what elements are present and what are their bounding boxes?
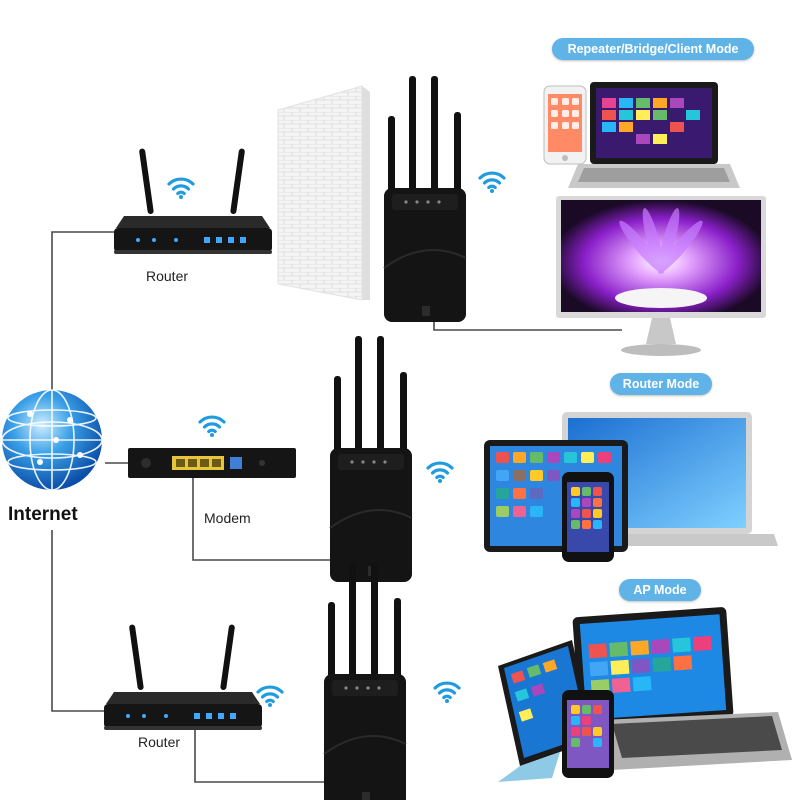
smartphone-device [562, 472, 614, 562]
laptop-windows-device [568, 82, 740, 188]
router-top-label: Router [146, 268, 189, 284]
brick-wall-icon [277, 85, 370, 301]
internet-globe-icon [1, 389, 103, 491]
extender-middle-device [329, 335, 413, 583]
smartphone-device [543, 85, 587, 165]
wifi-icon [256, 685, 284, 709]
router-bottom-label: Router [138, 734, 181, 750]
cable-internet-router-bottom [51, 530, 108, 712]
cable-internet-router-top [51, 231, 118, 395]
router-bottom-device [104, 624, 262, 730]
smartphone-device [562, 690, 614, 778]
extender-top-device [383, 75, 467, 323]
repeater-mode-badge: Repeater/Bridge/Client Mode [552, 38, 754, 60]
extender-bottom-device [323, 561, 407, 800]
wifi-icon [167, 177, 195, 201]
wifi-icon [426, 461, 454, 485]
wifi-icon [198, 415, 226, 439]
wifi-icon [433, 681, 461, 705]
monitor-device [556, 196, 766, 356]
modem-label: Modem [204, 510, 251, 526]
router-mode-badge: Router Mode [610, 373, 712, 395]
internet-label: Internet [8, 504, 78, 525]
ap-mode-badge: AP Mode [619, 579, 701, 601]
modem-device [128, 448, 296, 478]
wifi-icon [478, 171, 506, 195]
router-top-device [114, 148, 272, 254]
